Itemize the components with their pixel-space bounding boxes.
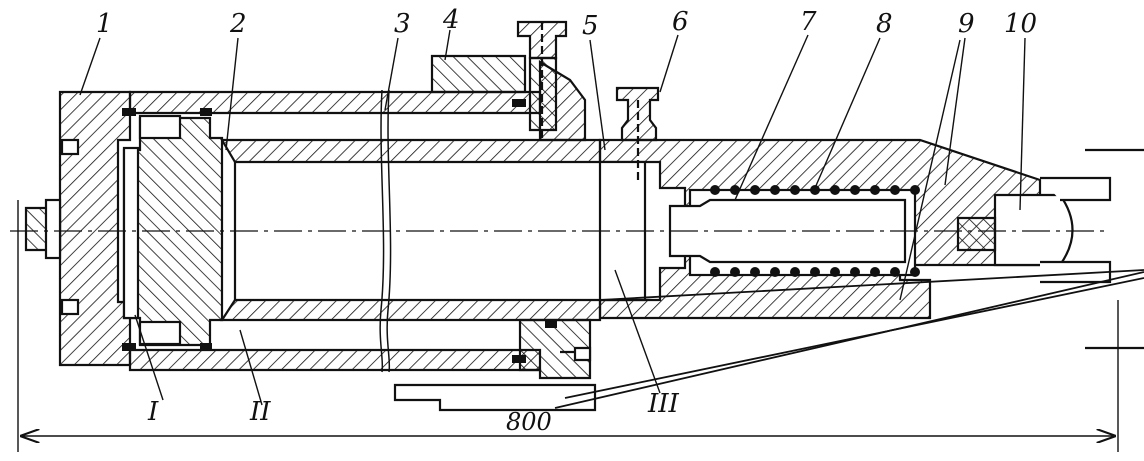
part-label-9: 9: [958, 9, 975, 39]
top-fitting: [615, 86, 660, 180]
part-label-1: 1: [96, 9, 113, 39]
part-label-5: 5: [582, 11, 599, 41]
end-cap: [24, 90, 132, 367]
rod: [668, 198, 907, 264]
part-label-2: 2: [229, 9, 247, 39]
part-label-7: 7: [800, 7, 817, 37]
inner-tube: [219, 138, 602, 322]
part-label-4: 4: [442, 5, 460, 35]
overall-dimension: [17, 200, 1119, 452]
cavity-label-3: III: [647, 389, 680, 419]
outer-cylinder: [128, 90, 542, 372]
part-label-6: 6: [672, 7, 689, 37]
cavity-label-2: II: [249, 397, 271, 427]
tool-tip: [956, 148, 1144, 350]
part-label-3: 3: [394, 9, 411, 39]
part-label-8: 8: [876, 9, 893, 39]
leader-lines: [79, 29, 1026, 406]
cavity-label-1: I: [147, 397, 159, 427]
piston: [122, 114, 224, 347]
break-lines: [379, 89, 392, 373]
spring: [710, 185, 920, 277]
dimension-label: 800: [506, 408, 552, 436]
cable-lines: [554, 269, 1144, 409]
collar-nut: [430, 20, 587, 142]
part-label-10: 10: [1004, 9, 1037, 39]
lower-bracket: [393, 318, 597, 412]
